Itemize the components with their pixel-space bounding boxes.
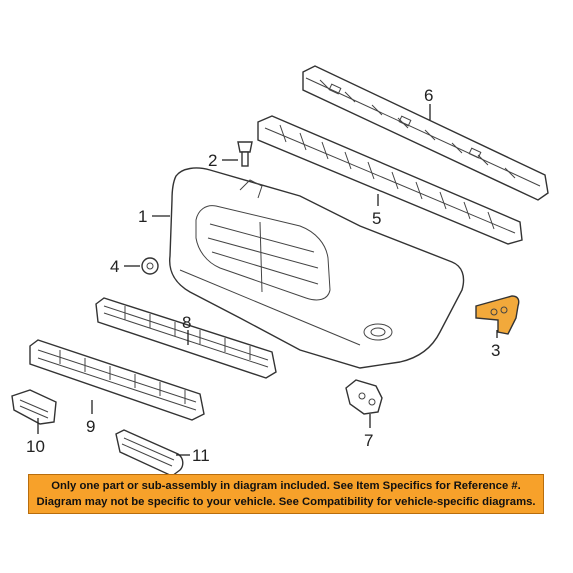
- callout-5: 5: [372, 209, 381, 228]
- part-1-bumper-cover: [169, 167, 465, 369]
- callout-labels: 6 5 2 1 4 3 8 9 10 7 11: [26, 86, 500, 465]
- disclaimer-banner: Only one part or sub-assembly in diagram…: [28, 474, 544, 514]
- leader-lines: [37, 104, 498, 456]
- callout-4: 4: [110, 257, 119, 276]
- disclaimer-line-2: Diagram may not be specific to your vehi…: [36, 496, 536, 508]
- callout-6: 6: [424, 86, 433, 105]
- part-2-push-pin: [237, 141, 253, 167]
- part-6-reinforcement-bar: [302, 65, 549, 201]
- part-9-lower-grille: [29, 339, 205, 421]
- callout-7: 7: [364, 431, 373, 450]
- callout-11: 11: [192, 446, 210, 465]
- callout-2: 2: [208, 151, 217, 170]
- disclaimer-line-1: Only one part or sub-assembly in diagram…: [51, 480, 521, 492]
- callout-8: 8: [182, 313, 191, 332]
- part-10-end-cap: [11, 389, 57, 425]
- part-5-energy-absorber: [257, 115, 523, 245]
- callout-10: 10: [26, 437, 45, 456]
- part-4-round-clip: [141, 257, 159, 275]
- callout-3: 3: [491, 341, 500, 360]
- callout-9: 9: [86, 417, 95, 436]
- part-11-fog-bezel: [115, 429, 184, 477]
- part-7-bracket: [345, 379, 383, 415]
- callout-1: 1: [138, 207, 147, 226]
- part-8-upper-grille: [95, 297, 277, 379]
- part-3-bracket: [475, 295, 520, 335]
